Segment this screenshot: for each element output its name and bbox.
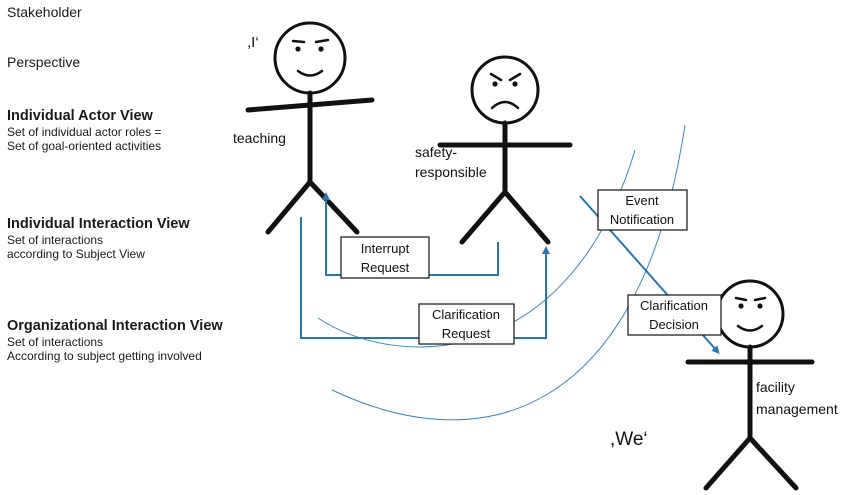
event-notification-line-2: Notification xyxy=(610,212,674,227)
interrupt-request-line-2: Request xyxy=(361,260,410,275)
facility-label-line-1: facility xyxy=(756,379,795,395)
facility-left-leg xyxy=(703,435,753,491)
teacher-right-leg xyxy=(307,179,360,235)
individual-interaction-view-title: Individual Interaction View xyxy=(7,216,190,232)
teacher-left-brow xyxy=(291,39,306,44)
event-notification-line-1: Event xyxy=(625,193,659,208)
perspective-arc-outer xyxy=(331,124,686,421)
teacher-figure xyxy=(245,21,375,235)
safety-left-leg xyxy=(459,189,508,245)
teacher-arms xyxy=(245,97,375,113)
teacher-left-leg xyxy=(265,179,313,235)
facility-right-eye xyxy=(757,303,763,309)
clarification-decision-line-1: Clarification xyxy=(640,298,708,313)
individual-actor-view: Individual Actor View Set of individual … xyxy=(7,108,161,153)
stakeholder-label: Stakeholder xyxy=(7,4,82,20)
teacher-left-eye xyxy=(295,46,301,52)
organizational-interaction-view: Organizational Interaction View Set of i… xyxy=(7,318,223,363)
individual-actor-view-line-1: Set of individual actor roles = xyxy=(7,125,162,139)
facility-right-brow xyxy=(753,296,767,302)
clarification-request-line-2: Request xyxy=(442,326,491,341)
quote-we: ,We‘ xyxy=(610,429,648,450)
individual-interaction-view: Individual Interaction View Set of inter… xyxy=(7,216,190,261)
quote-i: ,I‘ xyxy=(247,34,259,51)
organizational-interaction-view-line-2: According to subject getting involved xyxy=(7,349,202,363)
safety-figure xyxy=(437,55,573,245)
individual-interaction-view-line-1: Set of interactions xyxy=(7,233,104,247)
individual-actor-view-title: Individual Actor View xyxy=(7,108,153,124)
facility-smile xyxy=(736,324,764,332)
teacher-head xyxy=(273,21,347,95)
facility-label-line-2: management xyxy=(756,401,838,417)
facility-figure xyxy=(685,279,815,491)
clarification-request-line-1: Clarification xyxy=(432,307,500,322)
safety-right-leg xyxy=(502,189,551,245)
teacher-smile xyxy=(296,69,324,77)
facility-right-leg xyxy=(747,435,799,491)
clarification-decision-box: Clarification Decision xyxy=(627,294,722,336)
teacher-right-brow xyxy=(314,38,330,44)
facility-left-eye xyxy=(738,303,744,309)
organizational-interaction-view-line-1: Set of interactions xyxy=(7,335,104,349)
safety-head xyxy=(470,55,540,125)
individual-interaction-view-line-2: according to Subject View xyxy=(7,247,145,261)
safety-right-eye xyxy=(512,81,518,87)
clarification-request-box: Clarification Request xyxy=(418,303,515,345)
clarification-decision-line-2: Decision xyxy=(649,317,699,332)
teacher-label: teaching xyxy=(233,130,286,146)
facility-left-brow xyxy=(734,296,748,302)
safety-label-line-1: safety- xyxy=(415,144,457,160)
interrupt-request-box: Interrupt Request xyxy=(340,236,430,279)
safety-left-eye xyxy=(492,81,498,87)
safety-label-line-2: responsible xyxy=(415,164,487,180)
organizational-interaction-view-title: Organizational Interaction View xyxy=(7,318,223,334)
event-notification-box: Event Notification xyxy=(597,189,688,231)
individual-actor-view-line-2: Set of goal-oriented activities xyxy=(7,139,162,153)
perspective-label: Perspective xyxy=(7,54,81,70)
interrupt-request-line-1: Interrupt xyxy=(361,241,410,256)
safety-left-brow xyxy=(489,72,503,82)
safety-frown xyxy=(490,100,520,110)
facility-head xyxy=(715,279,785,349)
teacher-right-eye xyxy=(318,46,324,52)
safety-right-brow xyxy=(508,72,522,82)
